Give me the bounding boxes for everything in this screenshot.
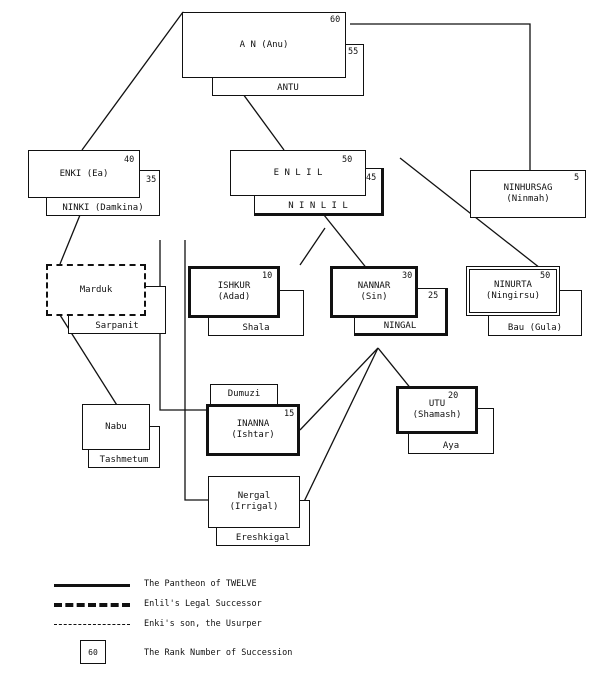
ereshkigal-name: Ereshkigal <box>235 533 291 543</box>
legend-rank-text: The Rank Number of Succession <box>144 648 293 658</box>
utu-name: UTU <box>428 399 446 409</box>
ninhursag-box: NINHURSAG (Ninmah) <box>470 170 586 218</box>
ishkur-box: ISHKUR (Adad) <box>188 266 280 318</box>
nabu-name: Nabu <box>105 421 127 432</box>
inanna-name: INANNA <box>236 419 270 429</box>
dumuzi-name: Dumuzi <box>227 389 261 399</box>
ishkur-alt: (Adad) <box>217 292 251 302</box>
inanna-rank: 15 <box>284 409 295 419</box>
anu-box: A N (Anu) <box>182 12 346 78</box>
nabu-box: Nabu <box>82 404 150 450</box>
link-anu-enki <box>81 11 184 151</box>
marduk-name: Marduk <box>79 284 113 295</box>
ishkur-rank: 10 <box>262 271 273 281</box>
nergal-box: Nergal (Irrigal) <box>208 476 300 528</box>
utu-box: UTU (Shamash) <box>396 386 478 434</box>
link-anu-ninhursag <box>350 23 531 170</box>
nannar-alt: (Sin) <box>360 292 388 302</box>
legend-line-thin-dashed <box>54 624 130 625</box>
nannar-rank: 30 <box>402 271 413 281</box>
ninhursag-name: NINHURSAG <box>503 183 553 193</box>
shala-name: Shala <box>242 323 270 333</box>
nannar-box: NANNAR (Sin) <box>330 266 418 318</box>
bau-name: Bau (Gula) <box>507 323 563 333</box>
enlil-rank: 50 <box>342 155 353 165</box>
aya-name: Aya <box>442 441 460 451</box>
link-nergal-line <box>184 240 210 501</box>
anu-name: A N (Anu) <box>239 39 289 50</box>
legend-rank-sample: 60 <box>88 647 98 657</box>
utu-rank: 20 <box>448 391 459 401</box>
enki-rank: 40 <box>124 155 135 165</box>
legend-line-solid <box>54 584 130 587</box>
legend-successor-text: Enlil's Legal Successor <box>144 599 262 609</box>
ningal-rank: 25 <box>428 291 439 301</box>
link-nannar-inanna <box>299 347 379 431</box>
ninurta-alt: (Ningirsu) <box>485 291 541 301</box>
nergal-alt: (Irrigal) <box>229 502 279 512</box>
link-nannar-nergal <box>299 347 379 511</box>
ninurta-name: NINURTA <box>494 280 532 290</box>
ninurta-box: NINURTA (Ningirsu) <box>466 266 560 316</box>
link-enki-marduk <box>59 214 81 265</box>
ninki-name: NINKI (Damkina) <box>62 203 144 213</box>
anu-rank: 60 <box>330 15 341 25</box>
inanna-alt: (Ishtar) <box>231 430 275 440</box>
link-enlil-ishkur <box>299 227 326 266</box>
ninhursag-rank: 5 <box>574 173 580 183</box>
ninlil-name: N I N L I L <box>288 201 348 211</box>
tashmetum-name: Tashmetum <box>99 455 149 465</box>
ningal-name: NINGAL <box>383 321 417 331</box>
legend-rank-box: 60 <box>80 640 106 664</box>
link-nannar-utu <box>377 347 413 391</box>
enki-name: ENKI (Ea) <box>59 168 109 179</box>
legend-usurper-text: Enki's son, the Usurper <box>144 619 262 629</box>
ninki-rank: 35 <box>146 175 157 185</box>
nannar-name: NANNAR <box>357 281 391 291</box>
ninurta-rank: 50 <box>540 271 551 281</box>
enki-box: ENKI (Ea) <box>28 150 140 198</box>
enlil-box: E N L I L <box>230 150 366 196</box>
ninhursag-alt: (Ninmah) <box>506 194 550 204</box>
utu-alt: (Shamash) <box>412 410 462 420</box>
antu-rank: 55 <box>348 47 359 57</box>
ishkur-name: ISHKUR <box>217 281 251 291</box>
sarpanit-name: Sarpanit <box>95 321 139 331</box>
legend-line-heavy-dashed <box>54 603 130 607</box>
enlil-name: E N L I L <box>273 167 323 178</box>
nergal-name: Nergal <box>237 491 271 501</box>
legend-twelve-text: The Pantheon of TWELVE <box>144 579 257 589</box>
ninlil-rank: 45 <box>366 173 377 183</box>
marduk-box: Marduk <box>46 264 146 316</box>
antu-name: ANTU <box>277 83 299 93</box>
inanna-box: INANNA (Ishtar) <box>206 404 300 456</box>
